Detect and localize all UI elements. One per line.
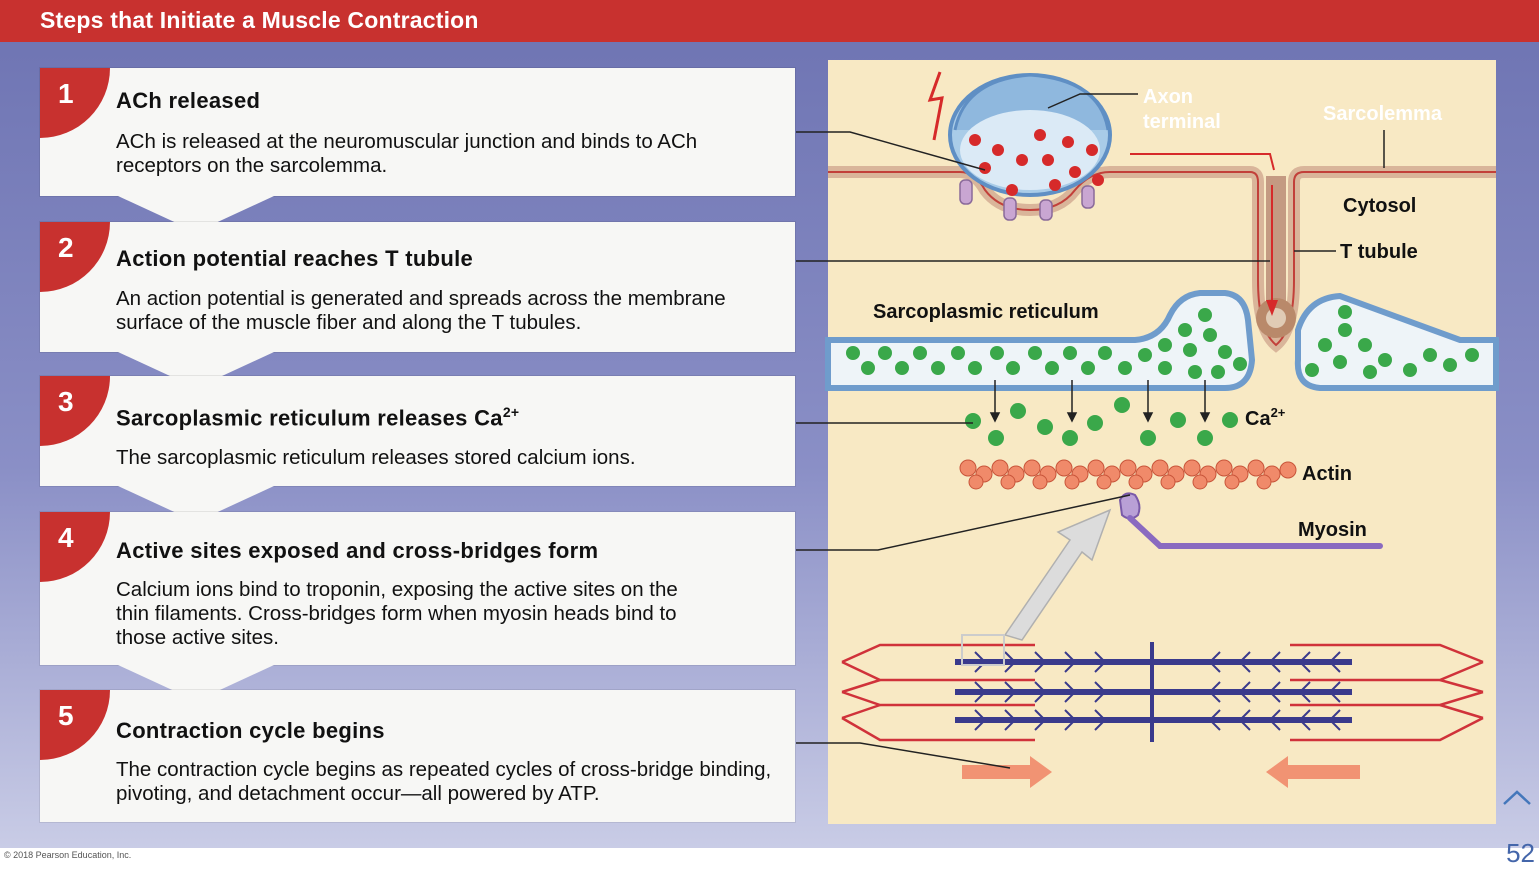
step-body-4: Calcium ions bind to troponin, exposing … <box>116 578 678 649</box>
step-card-4: 4 Active sites exposed and cross-bridges… <box>40 512 795 665</box>
step-card-5: 5 Contraction cycle begins The contracti… <box>40 690 795 822</box>
t-tubule <box>1266 176 1286 316</box>
sarcolemma-label: Sarcolemma <box>1323 103 1443 125</box>
step-card-3: 3 Sarcoplasmic reticulum releases Ca2+ T… <box>40 376 795 486</box>
step-heading-2: Action potential reaches T tubule <box>116 246 474 271</box>
contraction-arrow-right <box>962 756 1052 788</box>
ach-molecules <box>969 129 1104 196</box>
step-body-1: ACh is released at the neuromuscular jun… <box>116 130 698 177</box>
myosin-tail <box>1127 515 1383 549</box>
zoom-box <box>961 634 1005 666</box>
ach-receptors <box>959 179 1095 221</box>
sarcomere <box>841 634 1484 742</box>
step-body-2: An action potential is generated and spr… <box>116 287 726 334</box>
step-heading-3: Sarcoplasmic reticulum releases Ca2+ <box>116 404 520 431</box>
step-card-1: 1 ACh released ACh is released at the ne… <box>40 68 795 196</box>
calcium-stored <box>846 305 1479 379</box>
calcium-release-arrows <box>989 380 1211 423</box>
leader-lines <box>796 93 1385 769</box>
page-number: 52 <box>1506 838 1535 868</box>
zoom-arrow <box>1003 508 1112 641</box>
page-title: Steps that Initiate a Muscle Contraction <box>40 7 479 33</box>
step-badge-2: 2 <box>40 222 110 292</box>
axon-terminal-label: Axon <box>1143 86 1193 108</box>
step-heading-1: ACh released <box>116 88 261 113</box>
t-tubule-label: T tubule <box>1340 241 1418 263</box>
contraction-arrow-left <box>1266 756 1360 788</box>
muscle-contraction-diagram: Axon terminal Sarcolemma Cytosol T tubul… <box>796 71 1499 788</box>
step-card-2: 2 Action potential reaches T tubule An a… <box>40 222 795 352</box>
nerve-impulse-icon <box>927 71 944 141</box>
step-heading-4: Active sites exposed and cross-bridges f… <box>116 538 599 563</box>
step-body-5: The contraction cycle begins as repeated… <box>116 758 772 805</box>
calcium-label: Ca2+ <box>1245 405 1286 430</box>
cytosol-label: Cytosol <box>1343 195 1416 217</box>
sr-label: Sarcoplasmic reticulum <box>873 301 1099 323</box>
diagram-panel <box>828 60 1496 824</box>
axon-terminal-label-2: terminal <box>1143 111 1221 133</box>
step-heading-5: Contraction cycle begins <box>116 718 385 743</box>
scroll-up-icon[interactable] <box>1500 786 1534 810</box>
myosin-label: Myosin <box>1298 519 1367 541</box>
step-badge-3: 3 <box>40 376 110 446</box>
calcium-released <box>965 397 1238 446</box>
actin-label: Actin <box>1302 463 1352 485</box>
copyright-footer: © 2018 Pearson Education, Inc. <box>4 850 132 860</box>
actin-filament <box>959 459 1297 490</box>
title-bar: Steps that Initiate a Muscle Contraction <box>0 0 1539 42</box>
step-body-3: The sarcoplasmic reticulum releases stor… <box>116 446 636 469</box>
